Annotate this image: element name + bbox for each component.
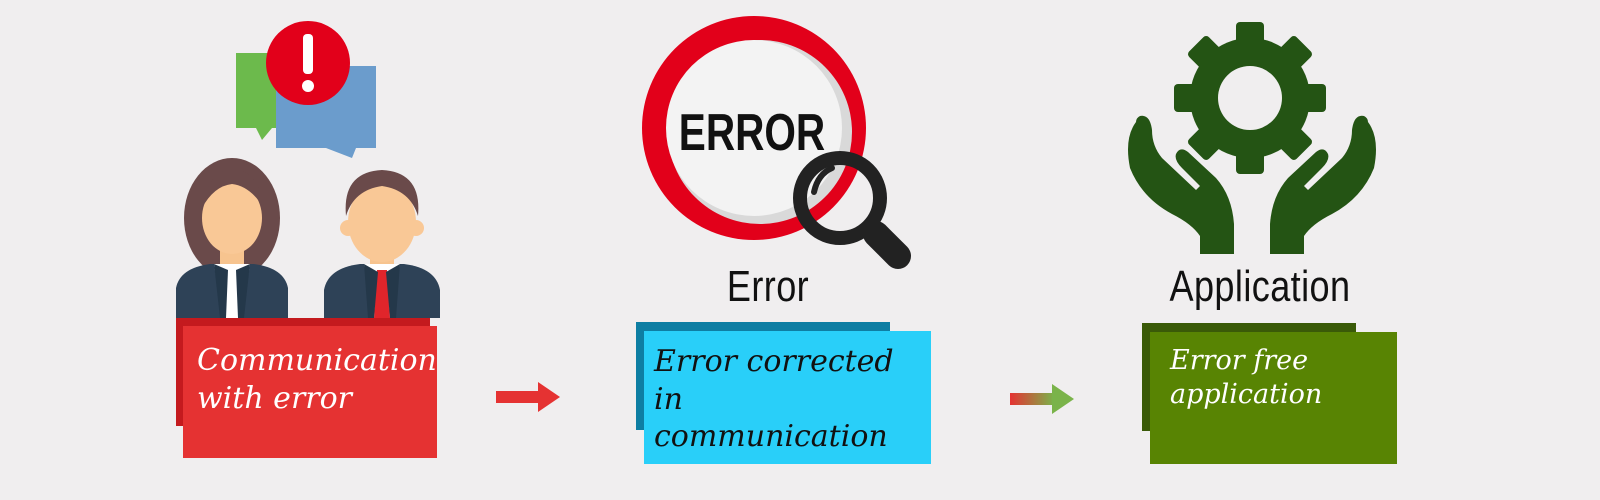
step1-label-line1: Communication: [197, 343, 437, 378]
red-arrow-icon: [496, 382, 560, 412]
man-avatar-icon: [324, 170, 440, 318]
step3-label-line1: Error free: [1170, 345, 1309, 376]
step1-label-box: Communication with error: [183, 326, 437, 458]
step3-heading: Application: [1169, 262, 1351, 311]
step2-label-line2: communication: [654, 419, 888, 454]
red-to-green-arrow-icon: [1010, 384, 1074, 414]
hands-gear-icon: [1128, 22, 1376, 255]
error-badge-text: ERROR: [679, 103, 825, 161]
error-magnifier-icon: ERROR: [642, 16, 911, 269]
people-conversation-error-icon: [176, 21, 440, 318]
step2-label-line1: Error corrected in: [654, 344, 894, 417]
step2-label-box: Error corrected in communication: [644, 331, 931, 464]
step3-label-line2: application: [1170, 378, 1323, 410]
gear-icon: [1174, 22, 1326, 174]
step2-heading: Error: [726, 262, 810, 311]
exclamation-alert-icon: [266, 21, 350, 105]
right-hand-icon: [1270, 115, 1376, 255]
magnifier-icon: [793, 151, 911, 269]
step1-label-line2: with error: [197, 380, 353, 416]
left-hand-icon: [1128, 115, 1234, 255]
woman-avatar-icon: [176, 158, 288, 318]
step3-label-box: Error free application: [1150, 332, 1397, 464]
